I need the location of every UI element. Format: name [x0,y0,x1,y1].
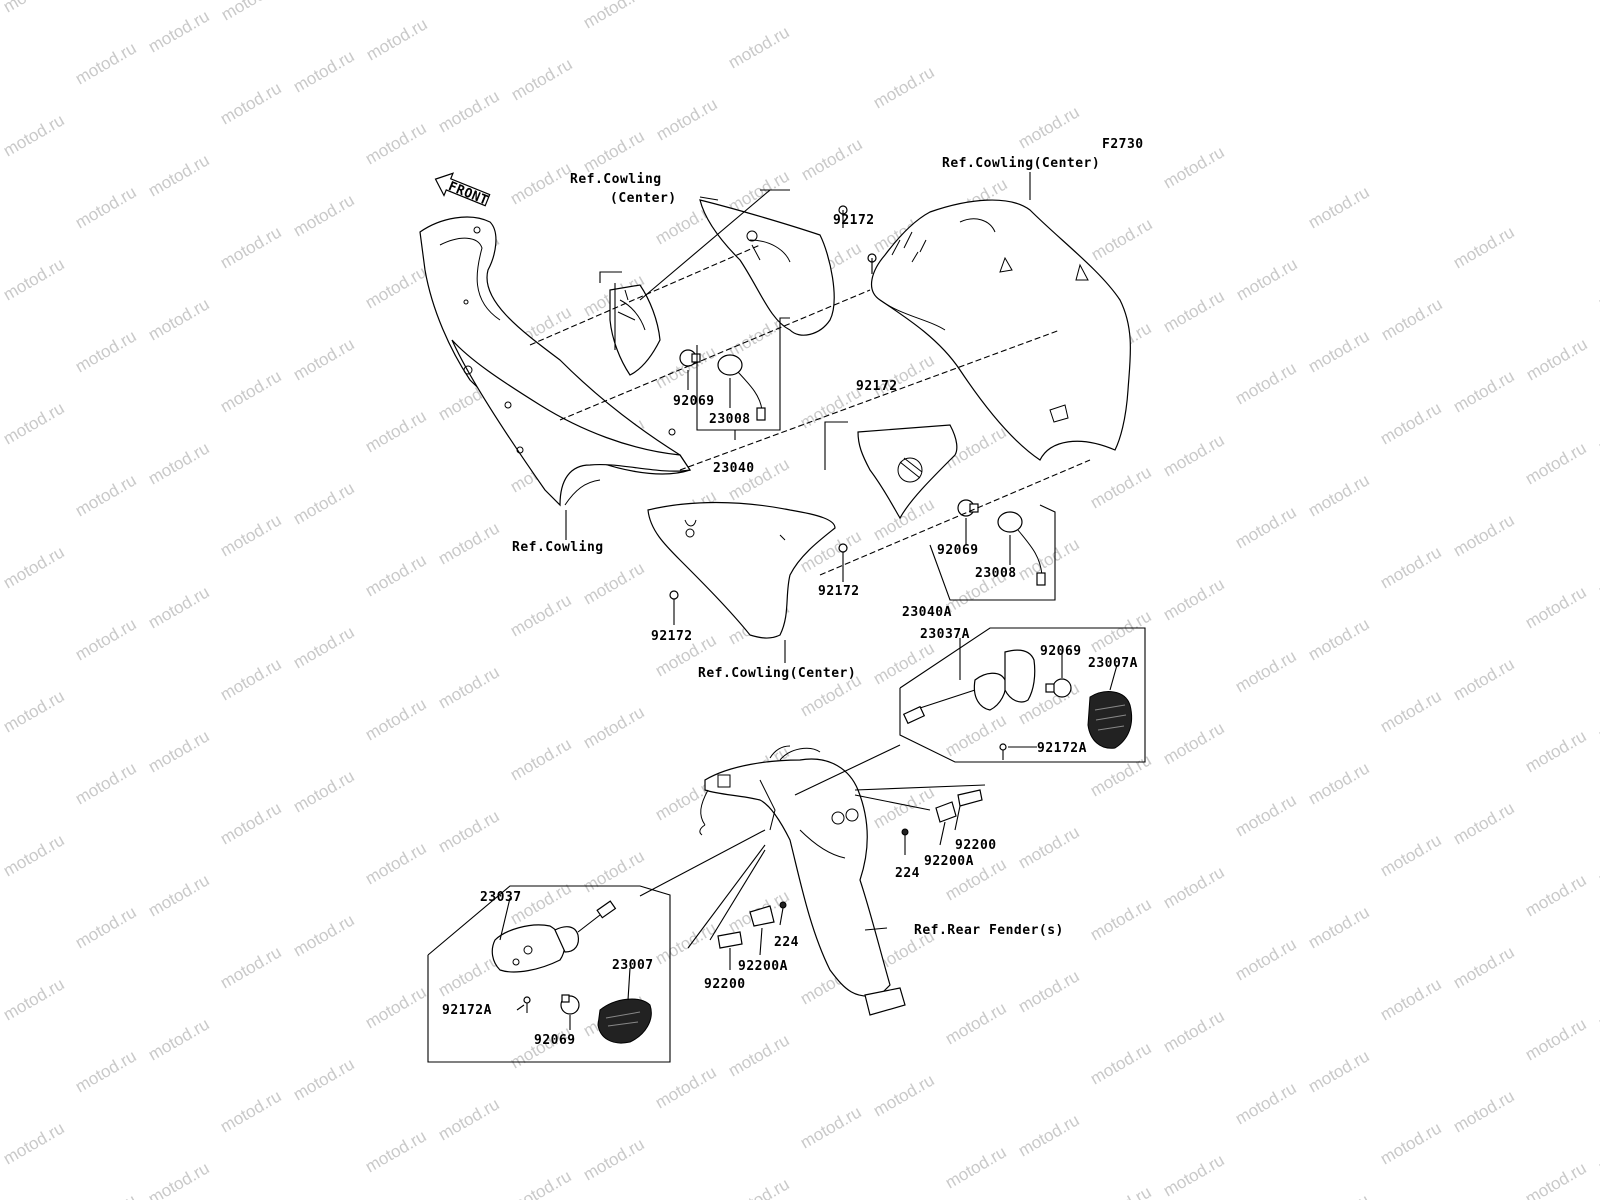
label-ref-cowling-center-right: Ref.Cowling(Center) [942,156,1100,171]
turn-signal-rear-left [491,900,652,1044]
label-92172-c: 92172 [818,584,860,599]
label-92172-a: 92172 [833,213,875,228]
group-box-23037A [899,627,1146,763]
figure-code: F2730 [1102,137,1144,152]
label-23040A: 23040A [902,605,952,620]
label-23007A: 23007A [1088,656,1138,671]
label-224-a: 224 [895,866,920,881]
label-23008-a: 23008 [709,412,751,427]
bulb-92069-b [957,499,979,517]
turn-signal-front-left-housing [609,284,661,376]
socket-23008-a [717,354,766,421]
front-arrow-icon: FRONT [434,172,491,209]
label-92172-b: 92172 [856,379,898,394]
center-cowling-upper-part [699,199,835,336]
label-92200-a: 92200 [955,838,997,853]
socket-23008-b [997,511,1046,586]
label-92200-b: 92200 [704,977,746,992]
label-23040: 23040 [713,461,755,476]
clip-92200-b [717,931,743,949]
label-92069-d: 92069 [534,1033,576,1048]
clip-92200-a [957,789,983,807]
left-cowling-part [419,216,692,507]
screw-92172-d [669,590,679,612]
label-92172A-a: 92172A [1037,741,1087,756]
label-92069-a: 92069 [673,394,715,409]
turn-signal-rear-right [902,649,1133,760]
label-ref-rear-fender: Ref.Rear Fender(s) [914,923,1064,938]
group-box-23040 [599,271,790,431]
nut-224-a [901,828,909,836]
clip-92200A-b [749,905,775,927]
turn-signal-front-right-housing [857,424,958,520]
nut-224-b [779,901,787,909]
label-ref-cowling: Ref.Cowling [512,540,604,555]
label-224-b: 224 [774,935,799,950]
label-23008-b: 23008 [975,566,1017,581]
clip-92200A-a [935,801,957,823]
label-23037A: 23037A [920,627,970,642]
bulb-92069-a [679,349,701,367]
label-92200A-a: 92200A [924,854,974,869]
label-23007: 23007 [612,958,654,973]
label-92069-c: 92069 [1040,644,1082,659]
label-92200A-b: 92200A [738,959,788,974]
center-cowling-lower-part [647,501,836,639]
label-ref-cowling-center-bottom: Ref.Cowling(Center) [698,666,856,681]
group-box-23040A [824,421,1056,601]
label-92172A-b: 92172A [442,1003,492,1018]
label-92172-d: 92172 [651,629,693,644]
label-92069-b: 92069 [937,543,979,558]
center-cowling-right-part [870,199,1131,461]
group-box-23037 [427,885,671,1063]
leader-lines [499,172,1118,1030]
front-arrow-label: FRONT [446,179,490,209]
label-ref-cowling-center-top-2: (Center) [610,191,677,206]
screw-92172-c [838,543,848,566]
rear-fender-part [699,745,906,1016]
label-ref-cowling-center-top: Ref.Cowling [570,172,662,187]
label-23037: 23037 [480,890,522,905]
